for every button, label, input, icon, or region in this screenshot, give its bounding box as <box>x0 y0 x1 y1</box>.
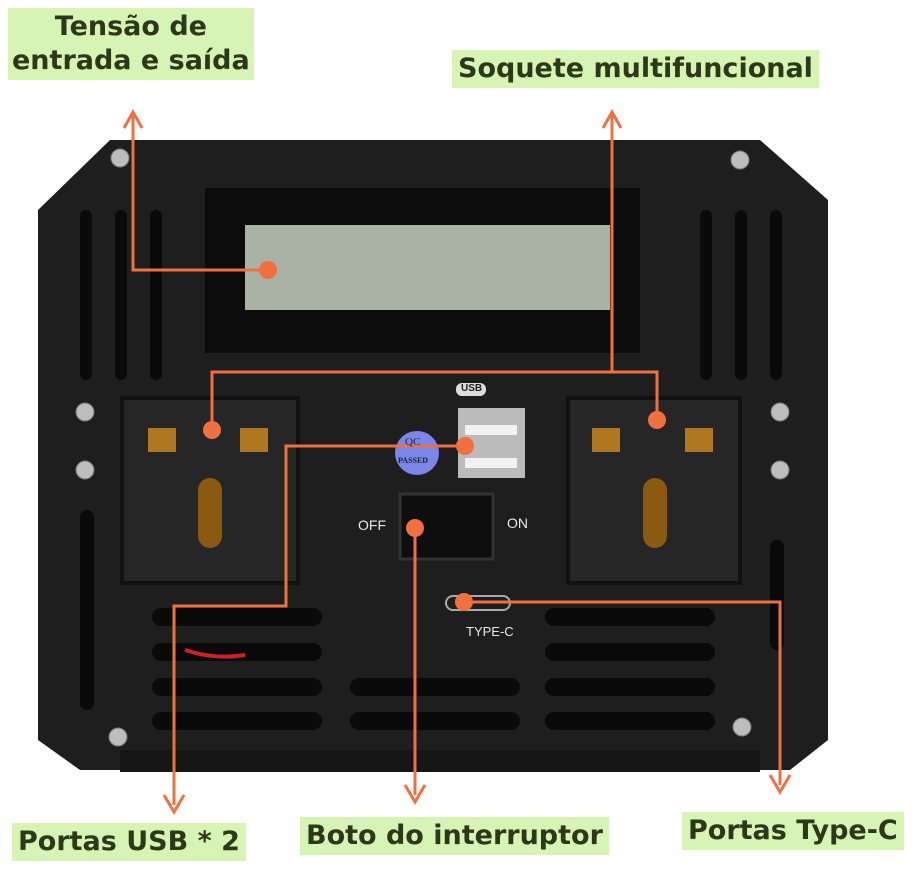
label-line: entrada e saída <box>12 45 250 76</box>
on-label: ON <box>507 515 528 531</box>
arrow-heads <box>122 108 792 815</box>
label-usb-ports: Portas USB * 2 <box>12 823 246 861</box>
label-line: Tensão de <box>54 11 207 42</box>
callout-dots <box>203 261 666 611</box>
off-label: OFF <box>358 517 386 533</box>
qc-sticker <box>395 431 439 475</box>
label-input-output-voltage: Tensão de entrada e saída <box>8 8 254 80</box>
screws <box>75 148 790 747</box>
label-typec-ports: Portas Type-C <box>682 812 904 850</box>
label-multifunction-socket: Soquete multifuncional <box>452 50 819 88</box>
label-switch-button: Boto do interruptor <box>300 817 609 855</box>
lcd-screen <box>245 225 610 310</box>
qc-passed-text: PASSED <box>398 456 429 465</box>
qc-text: QC <box>405 436 421 448</box>
usb-badge: USB <box>461 383 483 394</box>
callout-lines <box>131 115 782 805</box>
ac-socket-right <box>566 396 742 585</box>
typec-label: TYPE-C <box>466 624 514 639</box>
vent-slots <box>80 210 784 730</box>
